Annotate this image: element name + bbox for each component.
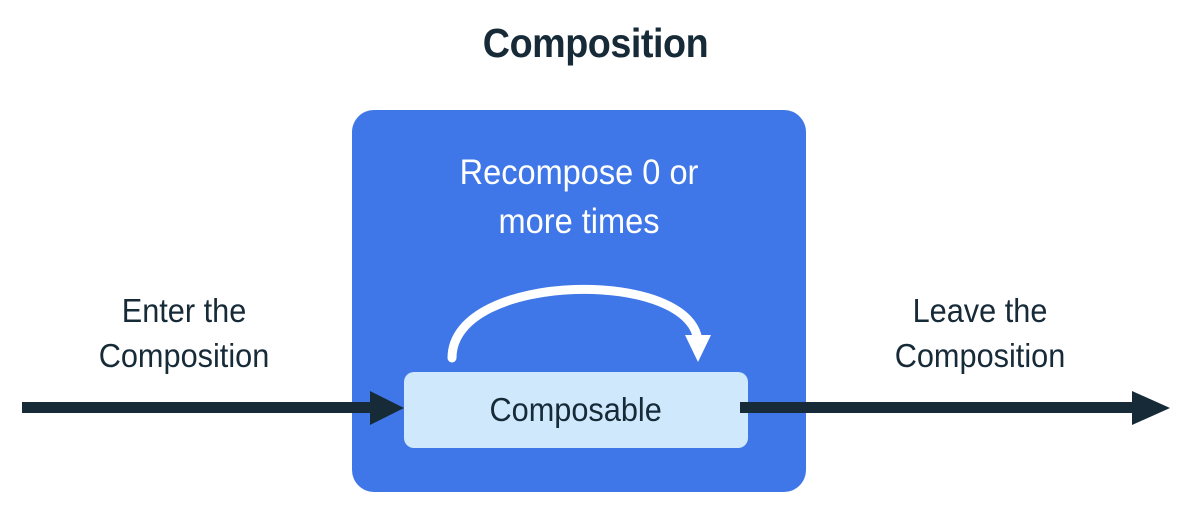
composable-node-label: Composable <box>489 391 663 428</box>
leave-caption-line-2: Composition <box>894 337 1066 374</box>
leave-composition-arrow-icon <box>740 391 1170 425</box>
page-title: Composition <box>482 20 709 66</box>
recompose-caption-line-1: Recompose 0 or <box>459 153 699 192</box>
leave-caption-line-1: Leave the <box>912 292 1048 329</box>
composable-node: Composable <box>404 372 748 448</box>
recompose-caption-line-2: more times <box>498 202 660 241</box>
recompose-caption: Recompose 0 or more times <box>368 148 790 246</box>
enter-caption-line-2: Composition <box>98 337 270 374</box>
enter-composition-arrow-icon <box>22 391 404 425</box>
enter-caption-line-1: Enter the <box>121 292 247 329</box>
recompose-loop-arrow-icon <box>447 284 711 363</box>
leave-composition-caption: Leave the Composition <box>831 288 1129 378</box>
enter-composition-caption: Enter the Composition <box>35 288 333 378</box>
